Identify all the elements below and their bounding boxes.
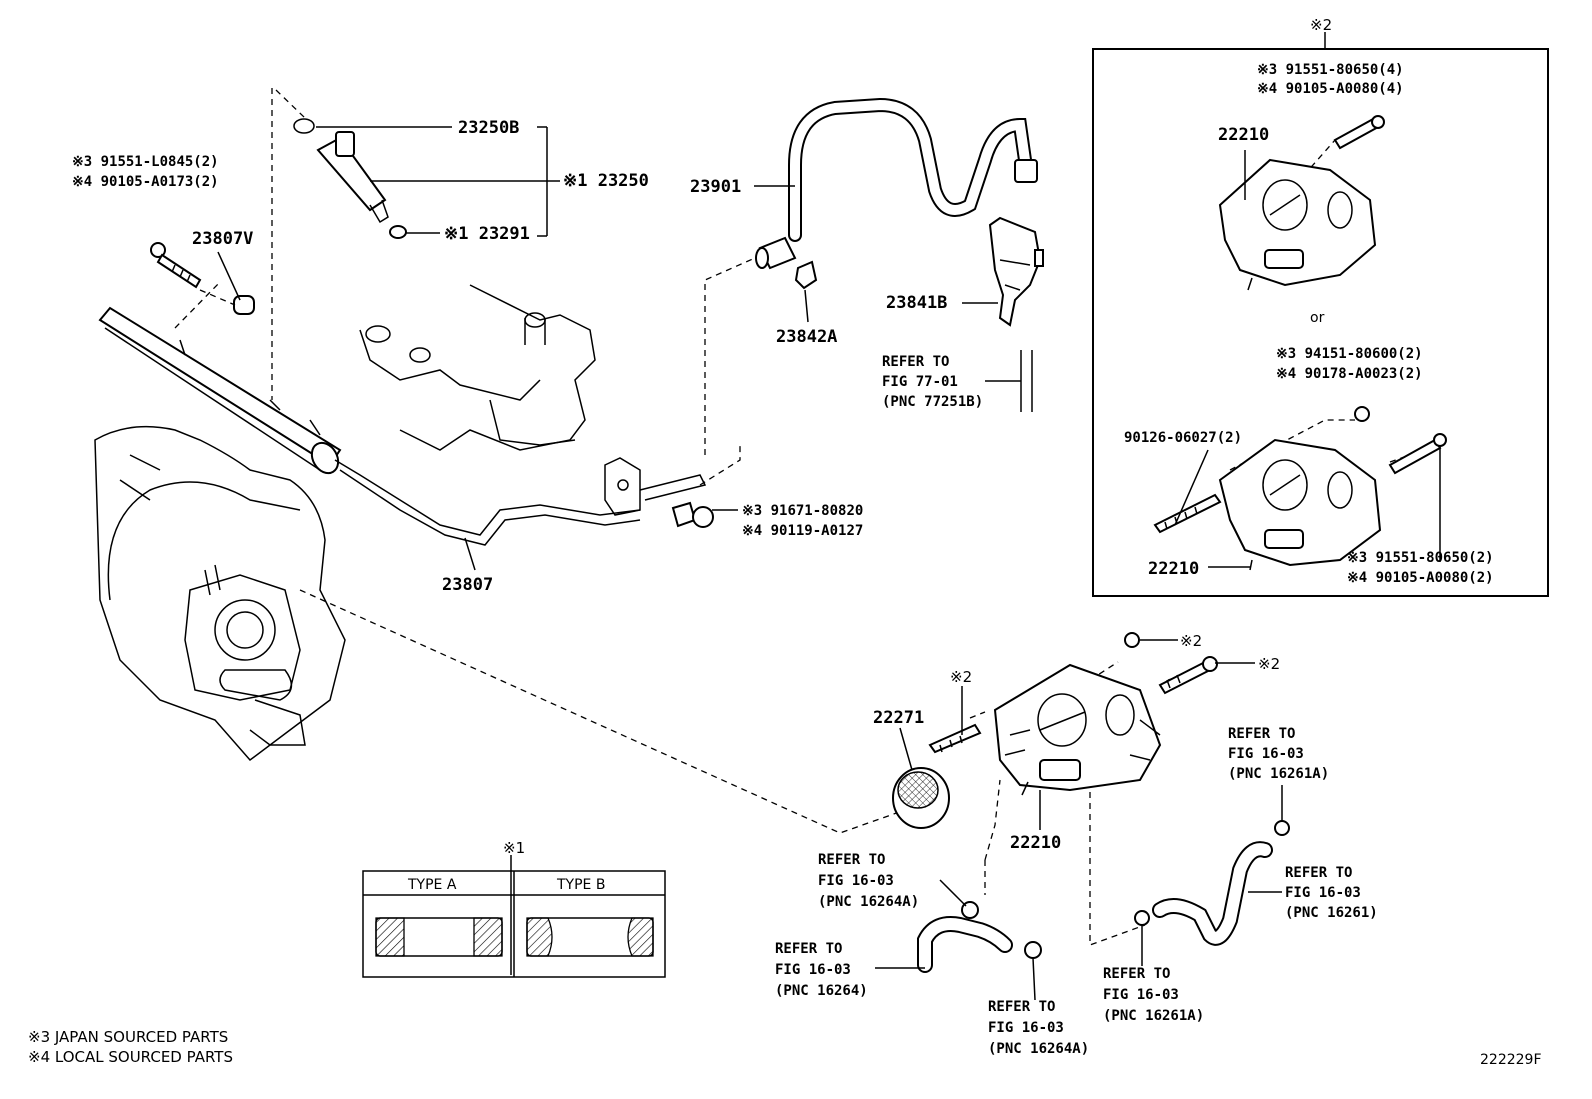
label-23250b: 23250B	[458, 118, 519, 138]
label-22210: 22210	[1010, 833, 1061, 853]
cylinder-head-illustration	[359, 284, 707, 516]
label-box-mark: ※2	[1310, 16, 1332, 34]
label-box-bot-japan: ※3 91551-80650(2)	[1347, 550, 1494, 566]
type-a-hatch-right	[473, 917, 503, 957]
label-bolt-b-japan: ※3 91671-80820	[742, 503, 863, 519]
label-type-a: TYPE A	[407, 877, 457, 893]
label-box-top-local: ※4 90105-A0080(4)	[1257, 81, 1404, 97]
label-ref77-line3: (PNC 77251B)	[882, 394, 983, 410]
label-box-or: or	[1310, 310, 1325, 326]
label-box-22210-b: 22210	[1148, 559, 1199, 579]
label-ref1-line3: (PNC 16261A)	[1228, 766, 1329, 782]
label-ref2-line3: (PNC 16261)	[1285, 905, 1378, 921]
label-nut-mark: ※2	[1180, 632, 1202, 650]
hose-clamp-23841b-illustration	[988, 216, 1044, 412]
label-stud-mark: ※2	[950, 668, 972, 686]
label-box-bot-local: ※4 90105-A0080(2)	[1347, 570, 1494, 586]
label-ref4-line2: FIG 16-03	[775, 962, 851, 978]
label-type-mark: ※1	[503, 839, 525, 857]
label-23842a: 23842A	[776, 327, 837, 347]
type-b-hatch-left	[526, 917, 553, 957]
label-type-b: TYPE B	[556, 877, 605, 893]
legend-japan-sourced: ※3 JAPAN SOURCED PARTS	[28, 1028, 228, 1046]
throttle-body-illustration	[928, 632, 1218, 796]
label-ref77-line2: FIG 77-01	[882, 374, 958, 390]
label-ref4-line3: (PNC 16264)	[775, 983, 868, 999]
label-ref1-line1: REFER TO	[1228, 726, 1295, 742]
label-box-stud: 90126-06027(2)	[1124, 430, 1242, 446]
label-bolt-a-local: ※4 90105-A0173(2)	[72, 174, 219, 190]
union-bolt-illustration	[671, 501, 714, 528]
label-ref6-line2: FIG 16-03	[1103, 987, 1179, 1003]
label-box-22210-a: 22210	[1218, 125, 1269, 145]
fuel-injector-illustration	[293, 118, 407, 239]
label-23807v: 23807V	[192, 229, 253, 249]
label-ref3-line1: REFER TO	[818, 852, 885, 868]
label-ref5-line3: (PNC 16264A)	[988, 1041, 1089, 1057]
label-23807: 23807	[442, 575, 493, 595]
label-ref3-line2: FIG 16-03	[818, 873, 894, 889]
label-23901: 23901	[690, 177, 741, 197]
label-box-mid-japan: ※3 94151-80600(2)	[1276, 346, 1423, 362]
label-ref77-line1: REFER TO	[882, 354, 949, 370]
label-ref1-line2: FIG 16-03	[1228, 746, 1304, 762]
water-hoses-illustration	[917, 820, 1290, 973]
legend: ※3 JAPAN SOURCED PARTS ※4 LOCAL SOURCED …	[28, 1028, 233, 1066]
part-labels: 23250B ※1 23250 ※1 23291 ※3 91551-L0845(…	[72, 16, 1494, 1057]
legend-local-sourced: ※4 LOCAL SOURCED PARTS	[28, 1048, 233, 1066]
figure-code: 222229F	[1480, 1052, 1542, 1068]
label-box-top-japan: ※3 91551-80650(4)	[1257, 62, 1404, 78]
label-bolt-mark: ※2	[1258, 655, 1280, 673]
label-ref5-line1: REFER TO	[988, 999, 1055, 1015]
label-bolt-b-local: ※4 90119-A0127	[742, 523, 863, 539]
label-box-mid-local: ※4 90178-A0023(2)	[1276, 366, 1423, 382]
alternate-throttle-body-box	[1092, 48, 1549, 597]
label-ref2-line1: REFER TO	[1285, 865, 1352, 881]
intake-manifold-illustration	[94, 425, 346, 762]
throttle-body-gasket-illustration	[892, 767, 950, 829]
type-table: ※1 TYPE A TYPE B	[362, 839, 666, 978]
fuel-hose-illustration	[755, 97, 1038, 290]
fuel-rail-bolt-illustration	[150, 242, 255, 315]
label-ref5-line2: FIG 16-03	[988, 1020, 1064, 1036]
label-ref4-line1: REFER TO	[775, 941, 842, 957]
leader-lines	[217, 32, 1441, 1001]
label-23291: ※1 23291	[444, 224, 530, 244]
label-22271: 22271	[873, 708, 924, 728]
label-23250: ※1 23250	[563, 171, 649, 191]
type-b-hatch-right	[627, 917, 654, 957]
fuel-rail-illustration	[98, 306, 641, 546]
label-bolt-a-japan: ※3 91551-L0845(2)	[72, 154, 219, 170]
label-ref3-line3: (PNC 16264A)	[818, 894, 919, 910]
label-ref6-line1: REFER TO	[1103, 966, 1170, 982]
type-a-hatch-left	[375, 917, 405, 957]
label-23841b: 23841B	[886, 293, 947, 313]
label-ref6-line3: (PNC 16261A)	[1103, 1008, 1204, 1024]
label-ref2-line2: FIG 16-03	[1285, 885, 1361, 901]
